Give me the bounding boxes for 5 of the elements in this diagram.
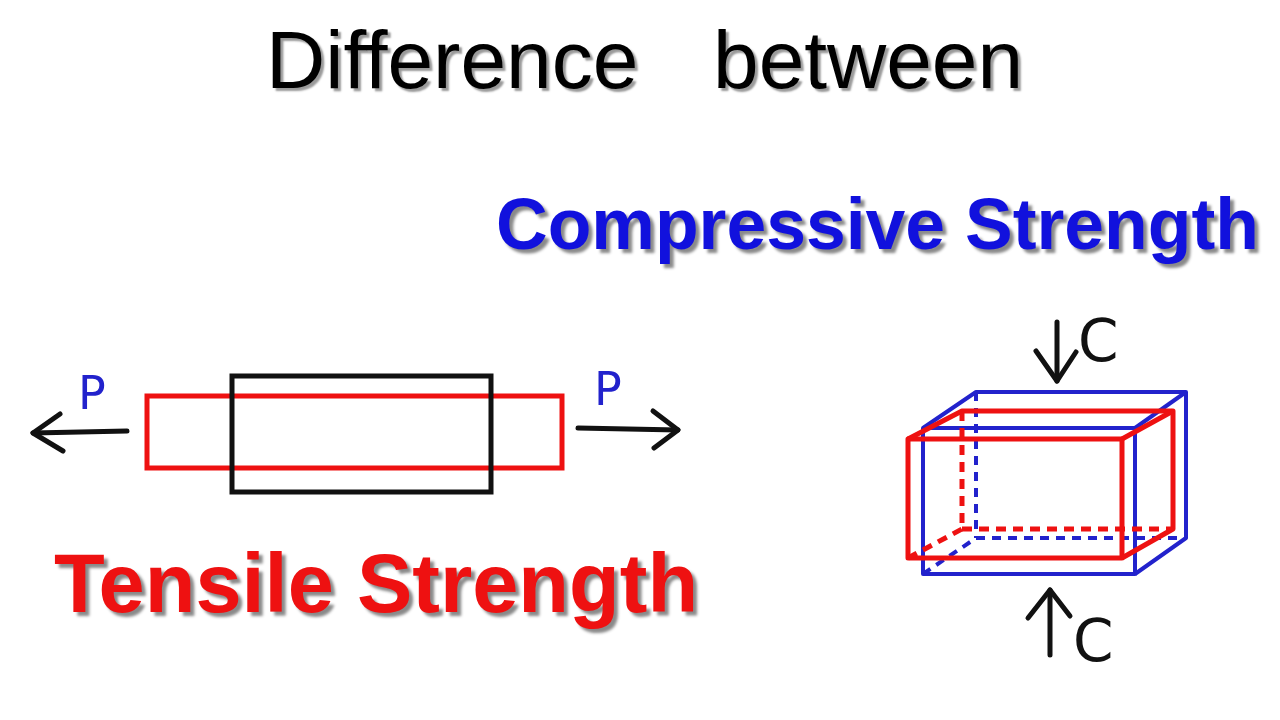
title: Difference between: [266, 19, 1024, 101]
force-label: P: [594, 366, 622, 412]
force-label: C: [1078, 312, 1119, 370]
force-label: P: [78, 370, 106, 416]
force-label: C: [1073, 612, 1114, 670]
